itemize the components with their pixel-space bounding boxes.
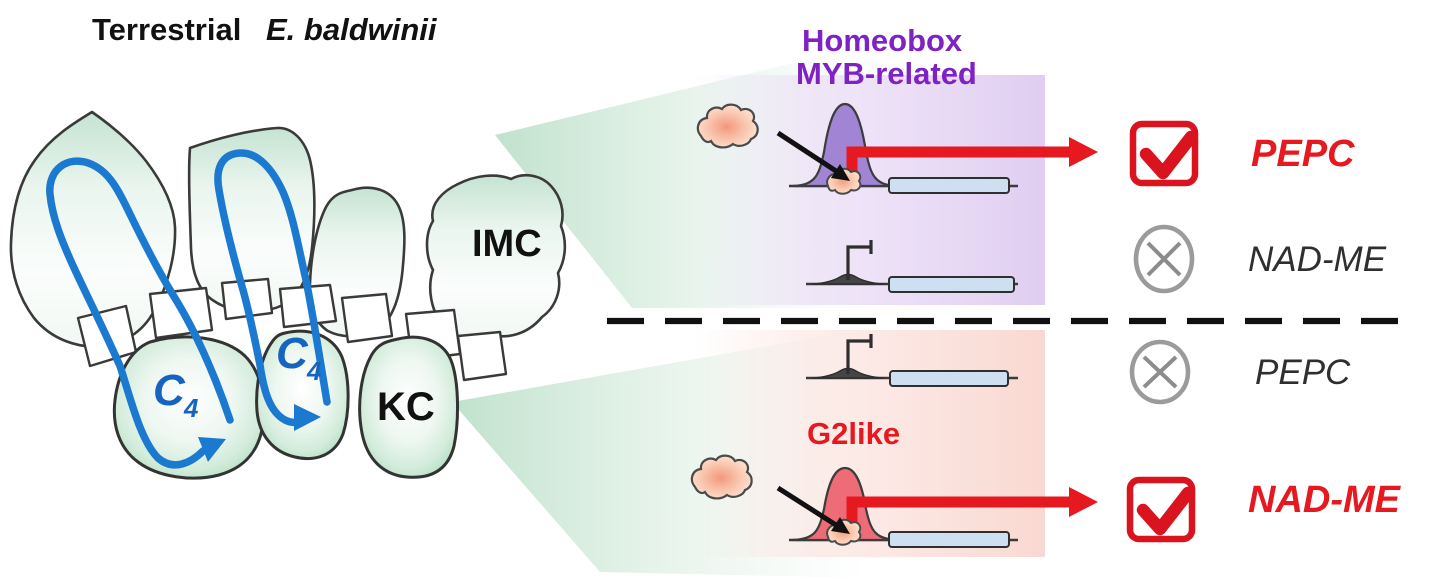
figure-title-species: E. baldwinii: [266, 12, 438, 47]
small-cell: [340, 292, 394, 344]
c4-flow-path-2: [214, 149, 331, 427]
c4-subscript: 4: [306, 356, 322, 386]
c4-label-1: C 4: [153, 366, 199, 423]
c4-flow-loop-2: [214, 149, 331, 431]
chip-peak-icon: [792, 102, 898, 188]
tss-arrow-icon: [846, 240, 873, 280]
c4-letter: C: [276, 329, 309, 378]
gene-label-nadme-inactive: NAD-ME: [1248, 240, 1387, 279]
crossed-circle-icon: [1133, 224, 1195, 294]
checkbox-checked-icon: [1126, 476, 1196, 543]
cloud-protein-icon: [696, 103, 759, 149]
locus-row-nadme-active: NAD-ME: [690, 454, 1402, 548]
crossed-circle-icon: [1129, 339, 1191, 405]
gene-body-icon: [888, 531, 1010, 548]
panel-g2like-background: [695, 330, 1045, 557]
tf-family-label-line2: MYB-related: [796, 56, 977, 91]
binding-arrow-icon: [776, 130, 850, 181]
imc-pathway-panel: Homeobox MYB-related PEPC: [696, 23, 1387, 294]
c4-kranz-cell-2: [255, 329, 350, 461]
locus-row-pepc-inactive: PEPC: [806, 334, 1351, 405]
gene-body-icon: [888, 177, 1010, 194]
locus-row-nadme-inactive: NAD-ME: [806, 224, 1387, 294]
imc-cell: [425, 173, 567, 341]
c4-flow-arrow-icon: [294, 404, 321, 431]
leaf-anatomy-diagram: IMC KC C 4 C 4: [9, 110, 567, 480]
cloud-protein-icon: [690, 454, 753, 500]
c4-flow-path-1: [46, 157, 234, 469]
imc-cell-label: IMC: [472, 223, 542, 265]
gene-label-pepc-active: PEPC: [1251, 133, 1355, 175]
activation-arrow-icon: [846, 137, 1098, 174]
locus-row-pepc-active: PEPC: [696, 102, 1355, 195]
c4-letter: C: [153, 366, 186, 415]
small-cell: [456, 330, 508, 382]
tss-arrow-icon: [846, 334, 873, 374]
figure-title-prefix: Terrestrial: [92, 12, 241, 47]
chip-peak-icon: [792, 466, 898, 542]
c4-flow-loop-1: [46, 157, 234, 469]
c4-label-2: C 4: [276, 329, 322, 386]
tf-family-label-g2like: G2like: [807, 416, 900, 451]
checkbox-checked-icon: [1129, 120, 1199, 187]
c4-kranz-cell-1: [112, 335, 266, 480]
binding-arrow-icon: [776, 485, 850, 534]
gene-body-icon: [888, 276, 1015, 293]
gene-body-icon: [889, 370, 1009, 387]
kc-cell: [358, 335, 459, 479]
tf-family-label-line1: Homeobox: [802, 23, 963, 58]
kc-pathway-panel: PEPC G2like NAD-ME: [690, 334, 1402, 548]
gene-label-pepc-inactive: PEPC: [1255, 353, 1351, 392]
c4-subscript: 4: [183, 393, 199, 423]
activation-arrow-icon: [846, 487, 1098, 528]
c4-flow-arrow-icon: [198, 437, 226, 462]
kc-cell-label: KC: [377, 385, 435, 429]
gene-label-nadme-active: NAD-ME: [1248, 479, 1402, 521]
